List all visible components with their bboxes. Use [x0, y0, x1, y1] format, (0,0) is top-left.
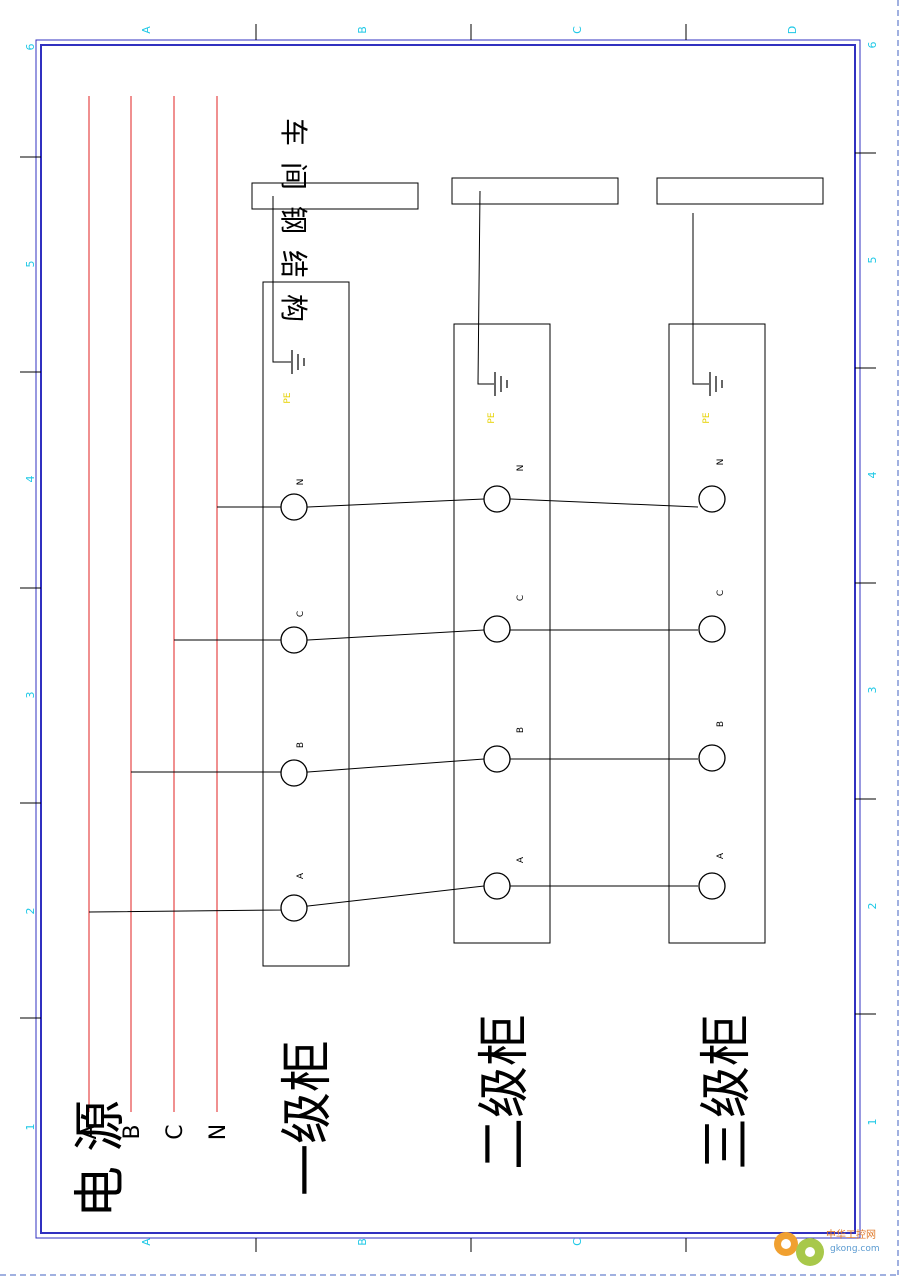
zone-numbers: 6 5 4 3 2 1 6 5 4 3 2 1: [24, 42, 879, 1131]
terminal-1-a: [280, 894, 308, 922]
zone-col-bottom-1: A: [140, 1238, 153, 1246]
supply-bus: [88, 96, 218, 1112]
bus-label-b: B: [120, 1124, 145, 1139]
terminal-2-n-label: N: [516, 465, 526, 472]
terminal-3-n-label: N: [716, 459, 726, 466]
terminal-1-b: [280, 759, 308, 787]
outer-frame: [35, 39, 861, 1239]
zone-row-right-6: 6: [866, 42, 879, 49]
zone-row-left-2: 2: [24, 908, 37, 915]
zone-row-left-5: 5: [24, 261, 37, 268]
watermark-site-en: gkong.com: [830, 1244, 880, 1254]
terminal-labels: N C B A N C B A N C B A: [296, 459, 726, 879]
cabinet-2-title: 二级柜: [475, 1014, 535, 1170]
bus-label-c: C: [163, 1124, 188, 1139]
zone-letters: A B C D A B C: [140, 26, 799, 1246]
zone-row-right-1: 1: [866, 1119, 879, 1126]
terminal-3-n: [698, 485, 726, 513]
zone-row-left-4: 4: [24, 476, 37, 483]
inner-frame: [40, 44, 856, 1234]
terminal-3-a-label: A: [716, 852, 726, 859]
zone-col-top-1: A: [140, 26, 153, 34]
terminal-2-b: [483, 745, 511, 773]
zone-row-left-6: 6: [24, 44, 37, 51]
terminal-2-b-label: B: [516, 727, 526, 733]
wire-b: [131, 758, 698, 773]
cabinet-1-body: [262, 281, 350, 967]
gear-icon: [774, 1232, 824, 1266]
ground-wiring: [272, 190, 709, 385]
ground-symbol-2: [494, 372, 508, 396]
terminal-3-b-label: B: [716, 721, 726, 727]
wire-a: [88, 885, 698, 913]
watermark-site-cn: 中华工控网: [826, 1228, 876, 1241]
zone-ticks: [20, 24, 876, 1252]
zone-row-right-5: 5: [866, 257, 879, 264]
zone-col-top-2: B: [356, 26, 369, 34]
wire-c: [174, 629, 698, 641]
steel-bar-1: [251, 182, 419, 210]
zone-row-left-1: 1: [24, 1124, 37, 1131]
terminal-3-c-label: C: [716, 590, 726, 596]
ground-lead-3: [692, 213, 709, 385]
power-source-title: 电源: [71, 1086, 131, 1218]
zone-row-left-3: 3: [24, 692, 37, 699]
terminals: [280, 485, 726, 922]
cabinet-2-pe-label: PE: [487, 412, 497, 423]
terminal-3-c: [698, 615, 726, 643]
terminal-2-a-label: A: [516, 856, 526, 863]
wire-n: [217, 498, 699, 508]
steel-bar-2: [451, 177, 619, 205]
zone-row-right-3: 3: [866, 687, 879, 694]
cabinet-2-body: [453, 323, 551, 944]
cabinet-3-pe-label: PE: [702, 412, 712, 423]
terminal-2-c: [483, 615, 511, 643]
ground-symbol-3: [709, 372, 723, 396]
ground-lead-1: [272, 196, 291, 363]
bus-labels: A B C N: [77, 1124, 231, 1140]
ground-lead-2: [477, 190, 494, 385]
zone-col-bottom-2: B: [356, 1238, 369, 1246]
terminal-3-a: [698, 872, 726, 900]
terminal-1-n-label: N: [296, 479, 306, 486]
terminal-1-c: [280, 626, 308, 654]
steel-bar-3: [656, 177, 824, 205]
terminal-1-c-label: C: [296, 611, 306, 617]
zone-col-bottom-3: C: [571, 1238, 584, 1246]
bus-label-n: N: [206, 1124, 231, 1140]
terminal-1-n: [280, 493, 308, 521]
gkong-watermark: 中华工控网 gkong.com: [774, 1228, 880, 1266]
zone-col-top-3: C: [571, 26, 584, 34]
zone-row-right-4: 4: [866, 472, 879, 479]
phase-wiring: [88, 498, 699, 913]
steel-structure-title: 车间钢结构: [277, 118, 310, 338]
bus-label-a: A: [77, 1124, 102, 1139]
cabinet-1-pe-label: PE: [283, 392, 293, 403]
cabinet-3-body: [668, 323, 766, 944]
cabinet-3-title: 三级柜: [697, 1014, 757, 1170]
terminal-2-n: [483, 485, 511, 513]
terminal-2-a: [483, 872, 511, 900]
terminal-2-c-label: C: [516, 595, 526, 601]
ground-symbol-1: [291, 350, 305, 374]
cabinet-1-title: 一级柜: [278, 1040, 338, 1196]
zone-row-right-2: 2: [866, 903, 879, 910]
zone-col-top-4: D: [786, 26, 799, 34]
terminal-3-b: [698, 744, 726, 772]
terminal-1-a-label: A: [296, 872, 306, 879]
terminal-1-b-label: B: [296, 742, 306, 748]
